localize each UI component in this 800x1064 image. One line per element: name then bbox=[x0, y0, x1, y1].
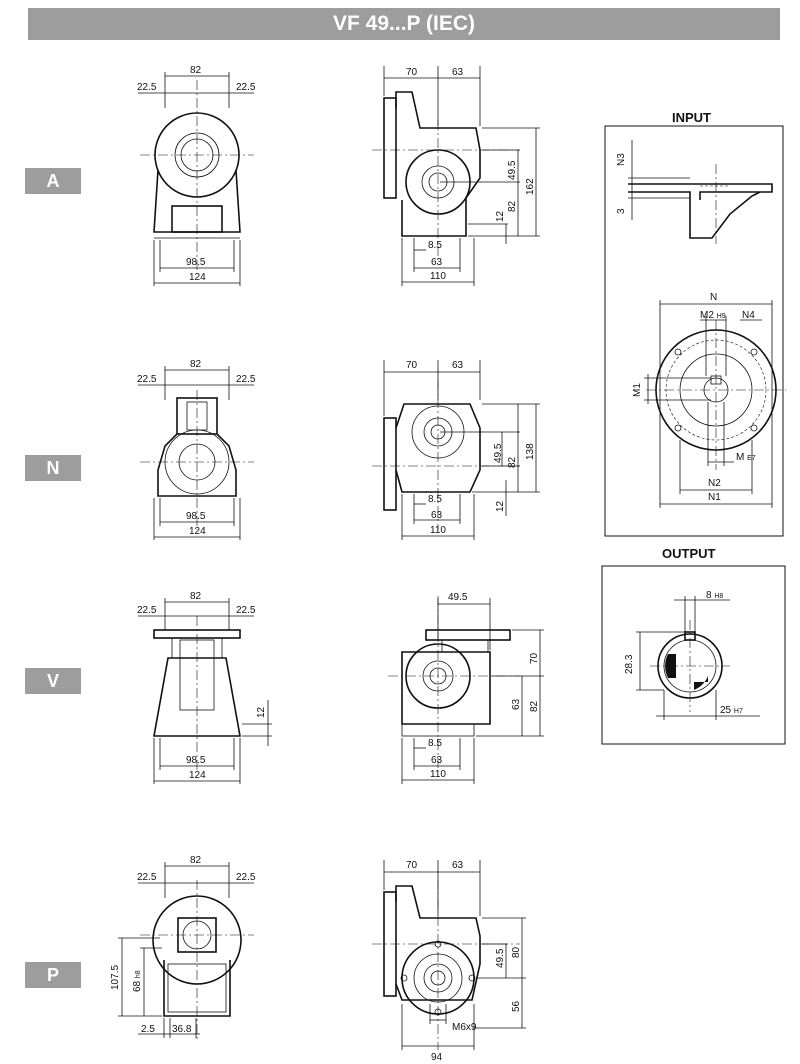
output-bore-view bbox=[636, 596, 760, 720]
dim-p-56: 56 bbox=[511, 1000, 522, 1012]
dim-n-22-5-right: 22.5 bbox=[236, 374, 256, 385]
dim-a-82: 82 bbox=[190, 65, 202, 76]
dim-a-98-5: 98.5 bbox=[186, 257, 206, 268]
dim-p-49-5: 49.5 bbox=[495, 948, 506, 968]
output-shade-right bbox=[694, 676, 708, 690]
dim-p-22-5-left: 22.5 bbox=[137, 872, 157, 883]
dim-p-2-5: 2.5 bbox=[141, 1024, 155, 1035]
dim-n-63-top: 63 bbox=[452, 360, 464, 371]
dim-n-124: 124 bbox=[189, 526, 206, 537]
dim-v-22-5-left: 22.5 bbox=[137, 605, 157, 616]
dim-a-22-5-left: 22.5 bbox=[137, 82, 157, 93]
dim-p-94: 94 bbox=[431, 1052, 443, 1063]
dim-a-22-5-right: 22.5 bbox=[236, 82, 256, 93]
version-label-a: A bbox=[25, 168, 81, 194]
dim-p-80: 80 bbox=[511, 946, 522, 958]
dim-v-70: 70 bbox=[529, 652, 540, 664]
version-label-v: V bbox=[25, 668, 81, 694]
dim-a-63-bottom: 63 bbox=[431, 257, 443, 268]
version-label-n: N bbox=[25, 455, 81, 481]
dim-n-12: 12 bbox=[495, 500, 506, 512]
input-n2-label: N2 bbox=[708, 478, 721, 489]
output-heading: OUTPUT bbox=[662, 546, 716, 561]
input-m-label: M E7 bbox=[736, 452, 756, 463]
drawing-p-side bbox=[372, 860, 526, 1050]
input-n-label: N bbox=[710, 292, 717, 303]
dim-a-82-vert: 82 bbox=[507, 200, 518, 212]
dim-a-110: 110 bbox=[430, 271, 446, 282]
input-m-tolerance: E7 bbox=[747, 455, 756, 462]
output-height-label: 28.3 bbox=[624, 654, 635, 674]
dim-n-82: 82 bbox=[190, 359, 202, 370]
input-m1-label: M1 bbox=[632, 383, 643, 397]
dim-p-82: 82 bbox=[190, 855, 202, 866]
drawing-v-front bbox=[138, 598, 272, 784]
dim-p-68: 68 h8 bbox=[132, 970, 143, 992]
dim-n-22-5-left: 22.5 bbox=[137, 374, 157, 385]
dim-v-110: 110 bbox=[430, 769, 446, 780]
page-title: VF 49...P (IEC) bbox=[28, 8, 780, 40]
output-key-label: 8 H8 bbox=[706, 590, 723, 601]
output-key-tolerance: H8 bbox=[714, 593, 723, 600]
dim-a-124: 124 bbox=[189, 272, 206, 283]
dim-p-107-5: 107.5 bbox=[110, 965, 121, 990]
dim-v-12: 12 bbox=[256, 706, 267, 718]
drawing-n-front bbox=[138, 366, 254, 540]
dim-v-63-bottom: 63 bbox=[431, 755, 443, 766]
dim-a-162: 162 bbox=[525, 178, 536, 195]
dim-a-49-5: 49.5 bbox=[507, 160, 518, 180]
dim-v-22-5-right: 22.5 bbox=[236, 605, 256, 616]
input-n1-label: N1 bbox=[708, 492, 721, 503]
dim-a-63-top: 63 bbox=[452, 67, 464, 78]
input-heading: INPUT bbox=[672, 110, 711, 125]
input-m2-tolerance: H9 bbox=[717, 313, 726, 320]
dim-p-68-value: 68 bbox=[132, 980, 143, 992]
version-label-p: P bbox=[25, 962, 81, 988]
dim-a-8-5: 8.5 bbox=[428, 240, 442, 251]
dim-n-98-5: 98.5 bbox=[186, 511, 206, 522]
dim-p-68-tolerance: h8 bbox=[135, 970, 142, 978]
input-n3-label: N3 bbox=[616, 153, 627, 166]
dim-n-63-bottom: 63 bbox=[431, 510, 443, 521]
dim-p-70: 70 bbox=[406, 860, 418, 871]
dim-n-8-5: 8.5 bbox=[428, 494, 442, 505]
input-flange-section bbox=[628, 140, 773, 244]
dim-p-63-top: 63 bbox=[452, 860, 464, 871]
drawing-v-side bbox=[388, 596, 544, 784]
output-key-value: 8 bbox=[706, 590, 712, 601]
drawing-a-front bbox=[138, 72, 254, 286]
dim-p-22-5-right: 22.5 bbox=[236, 872, 256, 883]
input-3-label: 3 bbox=[616, 208, 627, 214]
dim-a-12: 12 bbox=[495, 210, 506, 222]
input-flange-front bbox=[644, 300, 786, 508]
dim-n-70: 70 bbox=[406, 360, 418, 371]
output-box bbox=[601, 565, 786, 745]
drawing-p-front bbox=[118, 862, 254, 1040]
drawing-n-side bbox=[372, 360, 540, 540]
input-m-value: M bbox=[736, 452, 744, 463]
dim-n-110: 110 bbox=[430, 525, 446, 536]
dim-v-63-vert: 63 bbox=[511, 698, 522, 710]
input-box bbox=[604, 125, 784, 537]
drawing-a-side bbox=[372, 66, 540, 286]
dim-n-138: 138 bbox=[525, 443, 536, 460]
dim-n-82-vert: 82 bbox=[507, 456, 518, 468]
output-bore-value: 25 bbox=[720, 705, 732, 716]
dim-n-49-5: 49.5 bbox=[493, 443, 504, 463]
output-bore-tolerance: H7 bbox=[734, 708, 743, 715]
dim-v-82-vert: 82 bbox=[529, 700, 540, 712]
input-m2-value: M2 bbox=[700, 310, 714, 321]
dim-v-98-5: 98.5 bbox=[186, 755, 206, 766]
output-bore-label: 25 H7 bbox=[720, 705, 743, 716]
dim-v-8-5: 8.5 bbox=[428, 738, 442, 749]
input-m2-label: M2 H9 bbox=[700, 310, 726, 321]
dim-a-70: 70 bbox=[406, 67, 418, 78]
dim-v-82: 82 bbox=[190, 591, 202, 602]
input-n4-label: N4 bbox=[742, 310, 755, 321]
dim-v-124: 124 bbox=[189, 770, 206, 781]
dim-v-49-5: 49.5 bbox=[448, 592, 468, 603]
dim-p-36-8: 36.8 bbox=[172, 1024, 192, 1035]
dim-p-m6x9: M6x9 bbox=[452, 1022, 477, 1033]
